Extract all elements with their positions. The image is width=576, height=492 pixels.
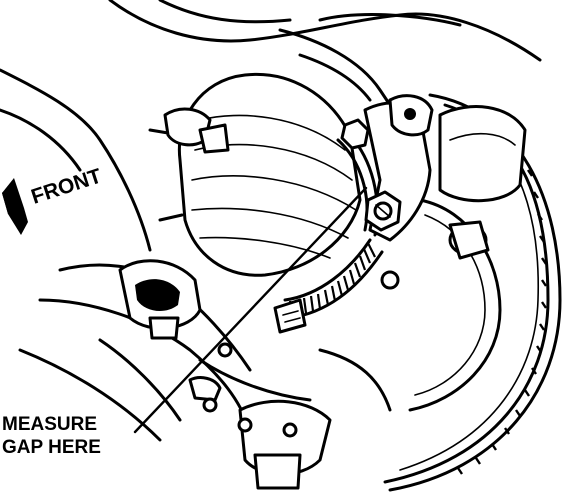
- measure-label-line1: MEASURE: [2, 414, 97, 435]
- measure-label-line2: GAP HERE: [2, 437, 101, 458]
- upper-frame: [108, 0, 542, 256]
- tone-ring: [273, 238, 384, 334]
- front-label: FRONT: [28, 164, 104, 208]
- lower-control-arm: [0, 68, 392, 490]
- sensor-bolt: [364, 190, 402, 232]
- rotor-vent-slots: [457, 169, 547, 475]
- cv-axle-boot: [148, 72, 379, 277]
- front-arrow-icon: [2, 178, 28, 235]
- speed-sensor-bracket: [340, 94, 490, 290]
- measure-leader-line: [133, 186, 368, 434]
- bushing-bracket: [118, 259, 202, 340]
